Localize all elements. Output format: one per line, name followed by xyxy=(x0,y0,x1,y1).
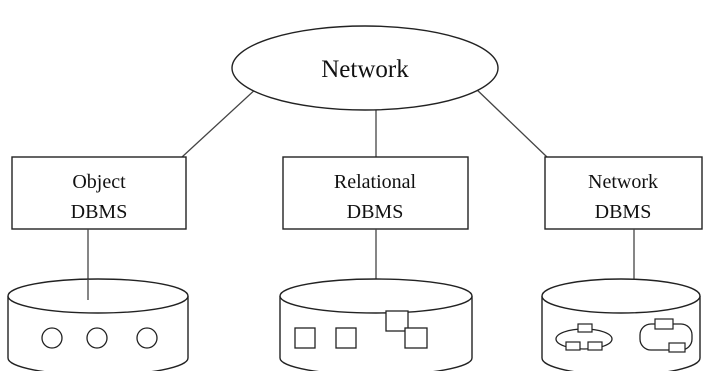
relational-table-4 xyxy=(404,327,428,349)
relational-table-3 xyxy=(385,310,409,332)
relational-dbms-label-line2: DBMS xyxy=(347,201,404,223)
network-database-cylinder xyxy=(541,278,701,371)
connector-network xyxy=(473,86,548,158)
object-circle-1 xyxy=(41,327,63,349)
relational-database-cylinder xyxy=(279,278,473,371)
object-dbms-label-line1: Object xyxy=(72,171,126,193)
relational-table-1 xyxy=(294,327,316,349)
network-dbms-label-line2: DBMS xyxy=(595,201,652,223)
network-label: Network xyxy=(321,56,409,83)
network-dbms-label-line1: Network xyxy=(588,171,658,193)
object-dbms-label-line2: DBMS xyxy=(71,201,128,223)
object-circle-3 xyxy=(136,327,158,349)
object-dbms-box xyxy=(11,156,187,230)
connector-object xyxy=(181,86,259,158)
object-database-cylinder xyxy=(7,278,189,371)
network-node xyxy=(231,25,499,111)
network-dbms-box xyxy=(544,156,703,230)
relational-table-2 xyxy=(335,327,357,349)
relational-dbms-label-line1: Relational xyxy=(334,171,417,193)
object-circle-2 xyxy=(86,327,108,349)
